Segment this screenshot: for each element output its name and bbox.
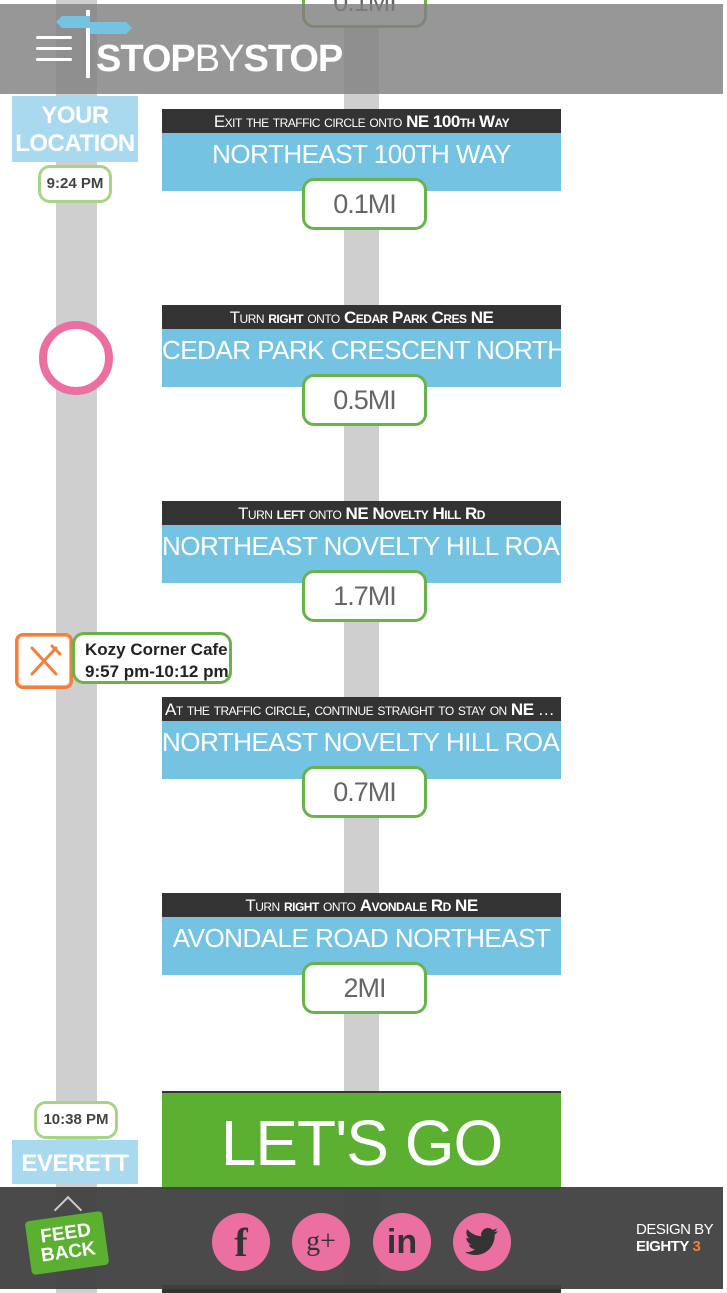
step-instruction: Exit the traffic circle onto NE 100th Wa… — [162, 109, 561, 133]
hamburger-menu-icon[interactable] — [36, 34, 72, 64]
logo-wordmark: STOPBYSTOP — [96, 38, 343, 80]
footer-bar — [0, 1187, 723, 1289]
linkedin-icon[interactable]: in — [373, 1213, 431, 1271]
step-street: CEDAR PARK CRESCENT NORTHEAST — [162, 329, 561, 387]
app-logo: STOPBYSTOP — [56, 8, 343, 88]
stop-card[interactable]: Kozy Corner Cafe 9:57 pm-10:12 pm — [72, 632, 232, 684]
distance-pill: 0.5MI — [302, 374, 427, 426]
restaurant-icon[interactable] — [15, 633, 73, 689]
feedback-tag: FEED BACK — [24, 1210, 110, 1276]
twitter-bird-icon — [465, 1228, 498, 1255]
stop-time: 9:57 pm-10:12 pm — [85, 662, 229, 681]
route-step[interactable]: Turn right onto Cedar Park Cres NE CEDAR… — [162, 305, 561, 387]
arrival-time: 10:38 PM — [34, 1101, 118, 1139]
credits[interactable]: DESIGN BY EIGHTY 3 — [636, 1221, 714, 1255]
google-plus-icon[interactable]: g+ — [292, 1213, 350, 1271]
step-instruction: Turn right onto Avondale Rd NE — [162, 893, 561, 917]
origin-label: YOUR LOCATION — [12, 96, 138, 162]
destination-label: EVERETT — [12, 1140, 138, 1184]
distance-pill: 0.1MI — [302, 178, 427, 230]
step-instruction: Turn left onto NE Novelty Hill Rd — [162, 501, 561, 525]
distance-pill: 1.7MI — [302, 570, 427, 622]
app-header — [0, 4, 723, 94]
next-step-peek — [162, 1285, 561, 1293]
twitter-icon[interactable] — [453, 1213, 511, 1271]
distance-pill: 2MI — [302, 962, 427, 1014]
distance-pill: 0.7MI — [302, 766, 427, 818]
signpost-icon — [56, 10, 132, 78]
step-instruction: At the traffic circle, continue straight… — [162, 697, 561, 721]
current-position-marker — [39, 321, 113, 395]
stop-name: Kozy Corner Cafe — [85, 640, 228, 659]
step-instruction: Turn right onto Cedar Park Cres NE — [162, 305, 561, 329]
origin-time: 9:24 PM — [38, 165, 112, 203]
feedback-button[interactable]: FEED BACK — [24, 1195, 110, 1276]
lets-go-button[interactable]: LET'S GO — [162, 1091, 561, 1189]
facebook-icon[interactable]: f — [212, 1213, 270, 1271]
route-step[interactable]: Exit the traffic circle onto NE 100th Wa… — [162, 109, 561, 191]
